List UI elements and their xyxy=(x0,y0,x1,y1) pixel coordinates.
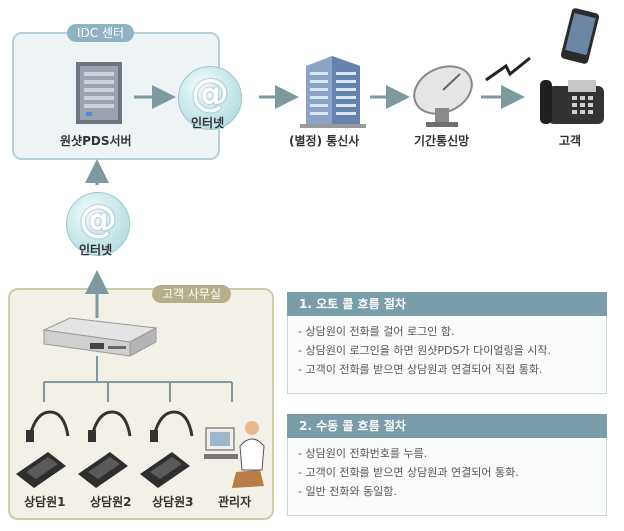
agent-label-2: 상담원2 xyxy=(90,495,132,509)
customer-office-title: 고객 사무실 xyxy=(152,285,232,303)
manual-call-procedure-body: - 상담원이 전화번호를 누름. - 고객이 전화를 받으면 상담원과 연결되어… xyxy=(287,438,607,516)
agent-label-1: 상담원1 xyxy=(24,495,66,509)
customer-label: 고객 xyxy=(559,134,582,148)
auto-call-procedure-body: - 상담원이 전화를 걸어 로그인 함. - 상담원이 로그인을 하면 원샷PD… xyxy=(287,316,607,394)
office-connection-lines xyxy=(43,356,233,402)
agent1-headset-phone-icon xyxy=(16,410,70,488)
internet-globe-idc: @ xyxy=(178,66,242,130)
pds-server-icon xyxy=(76,62,122,124)
procedure-step: - 일반 전화와 동일함. xyxy=(298,485,397,498)
agent3-headset-phone-icon xyxy=(140,410,194,488)
manager-computer-icon xyxy=(204,421,265,488)
at-icon: @ xyxy=(79,197,117,241)
office-exchange-icon xyxy=(42,317,158,357)
internet-globe-office: @ xyxy=(66,192,130,256)
manager-label: 관리자 xyxy=(218,495,252,509)
procedure-step: - 상담원이 전화번호를 누름. xyxy=(298,447,428,460)
backbone-label: 기간통신망 xyxy=(414,134,470,148)
wireless-signal-icon xyxy=(485,56,531,82)
satellite-dish-icon xyxy=(413,65,473,127)
flow-arrows xyxy=(85,85,525,318)
procedure-step: - 상담원이 로그인을 하면 원샷PDS가 다이얼링을 시작. xyxy=(298,344,551,357)
procedure-step: - 상담원이 전화를 걸어 로그인 함. xyxy=(298,325,455,338)
idc-center-title: IDC 센터 xyxy=(67,24,135,42)
internet-label-idc: 인터넷 xyxy=(191,116,225,130)
agent-label-3: 상담원3 xyxy=(152,495,194,509)
auto-call-procedure-title: 1. 오토 콜 흐름 절차 xyxy=(287,292,607,316)
at-icon: @ xyxy=(191,71,229,115)
desk-phone-icon xyxy=(540,80,604,124)
procedure-step: - 고객이 전화를 받으면 상담원과 연결되어 직접 통화. xyxy=(298,363,543,376)
pds-server-label: 원샷PDS서버 xyxy=(60,134,132,148)
carrier-label: (별정) 통신사 xyxy=(289,134,360,148)
manual-call-procedure-title: 2. 수동 콜 흐름 절차 xyxy=(287,414,607,438)
mobile-phone-icon xyxy=(560,8,600,64)
agent2-headset-phone-icon xyxy=(78,410,132,488)
procedure-step: - 고객이 전화를 받으면 상담원과 연결되어 통화. xyxy=(298,466,519,479)
internet-label-office: 인터넷 xyxy=(79,243,113,257)
carrier-building-icon xyxy=(300,56,366,128)
